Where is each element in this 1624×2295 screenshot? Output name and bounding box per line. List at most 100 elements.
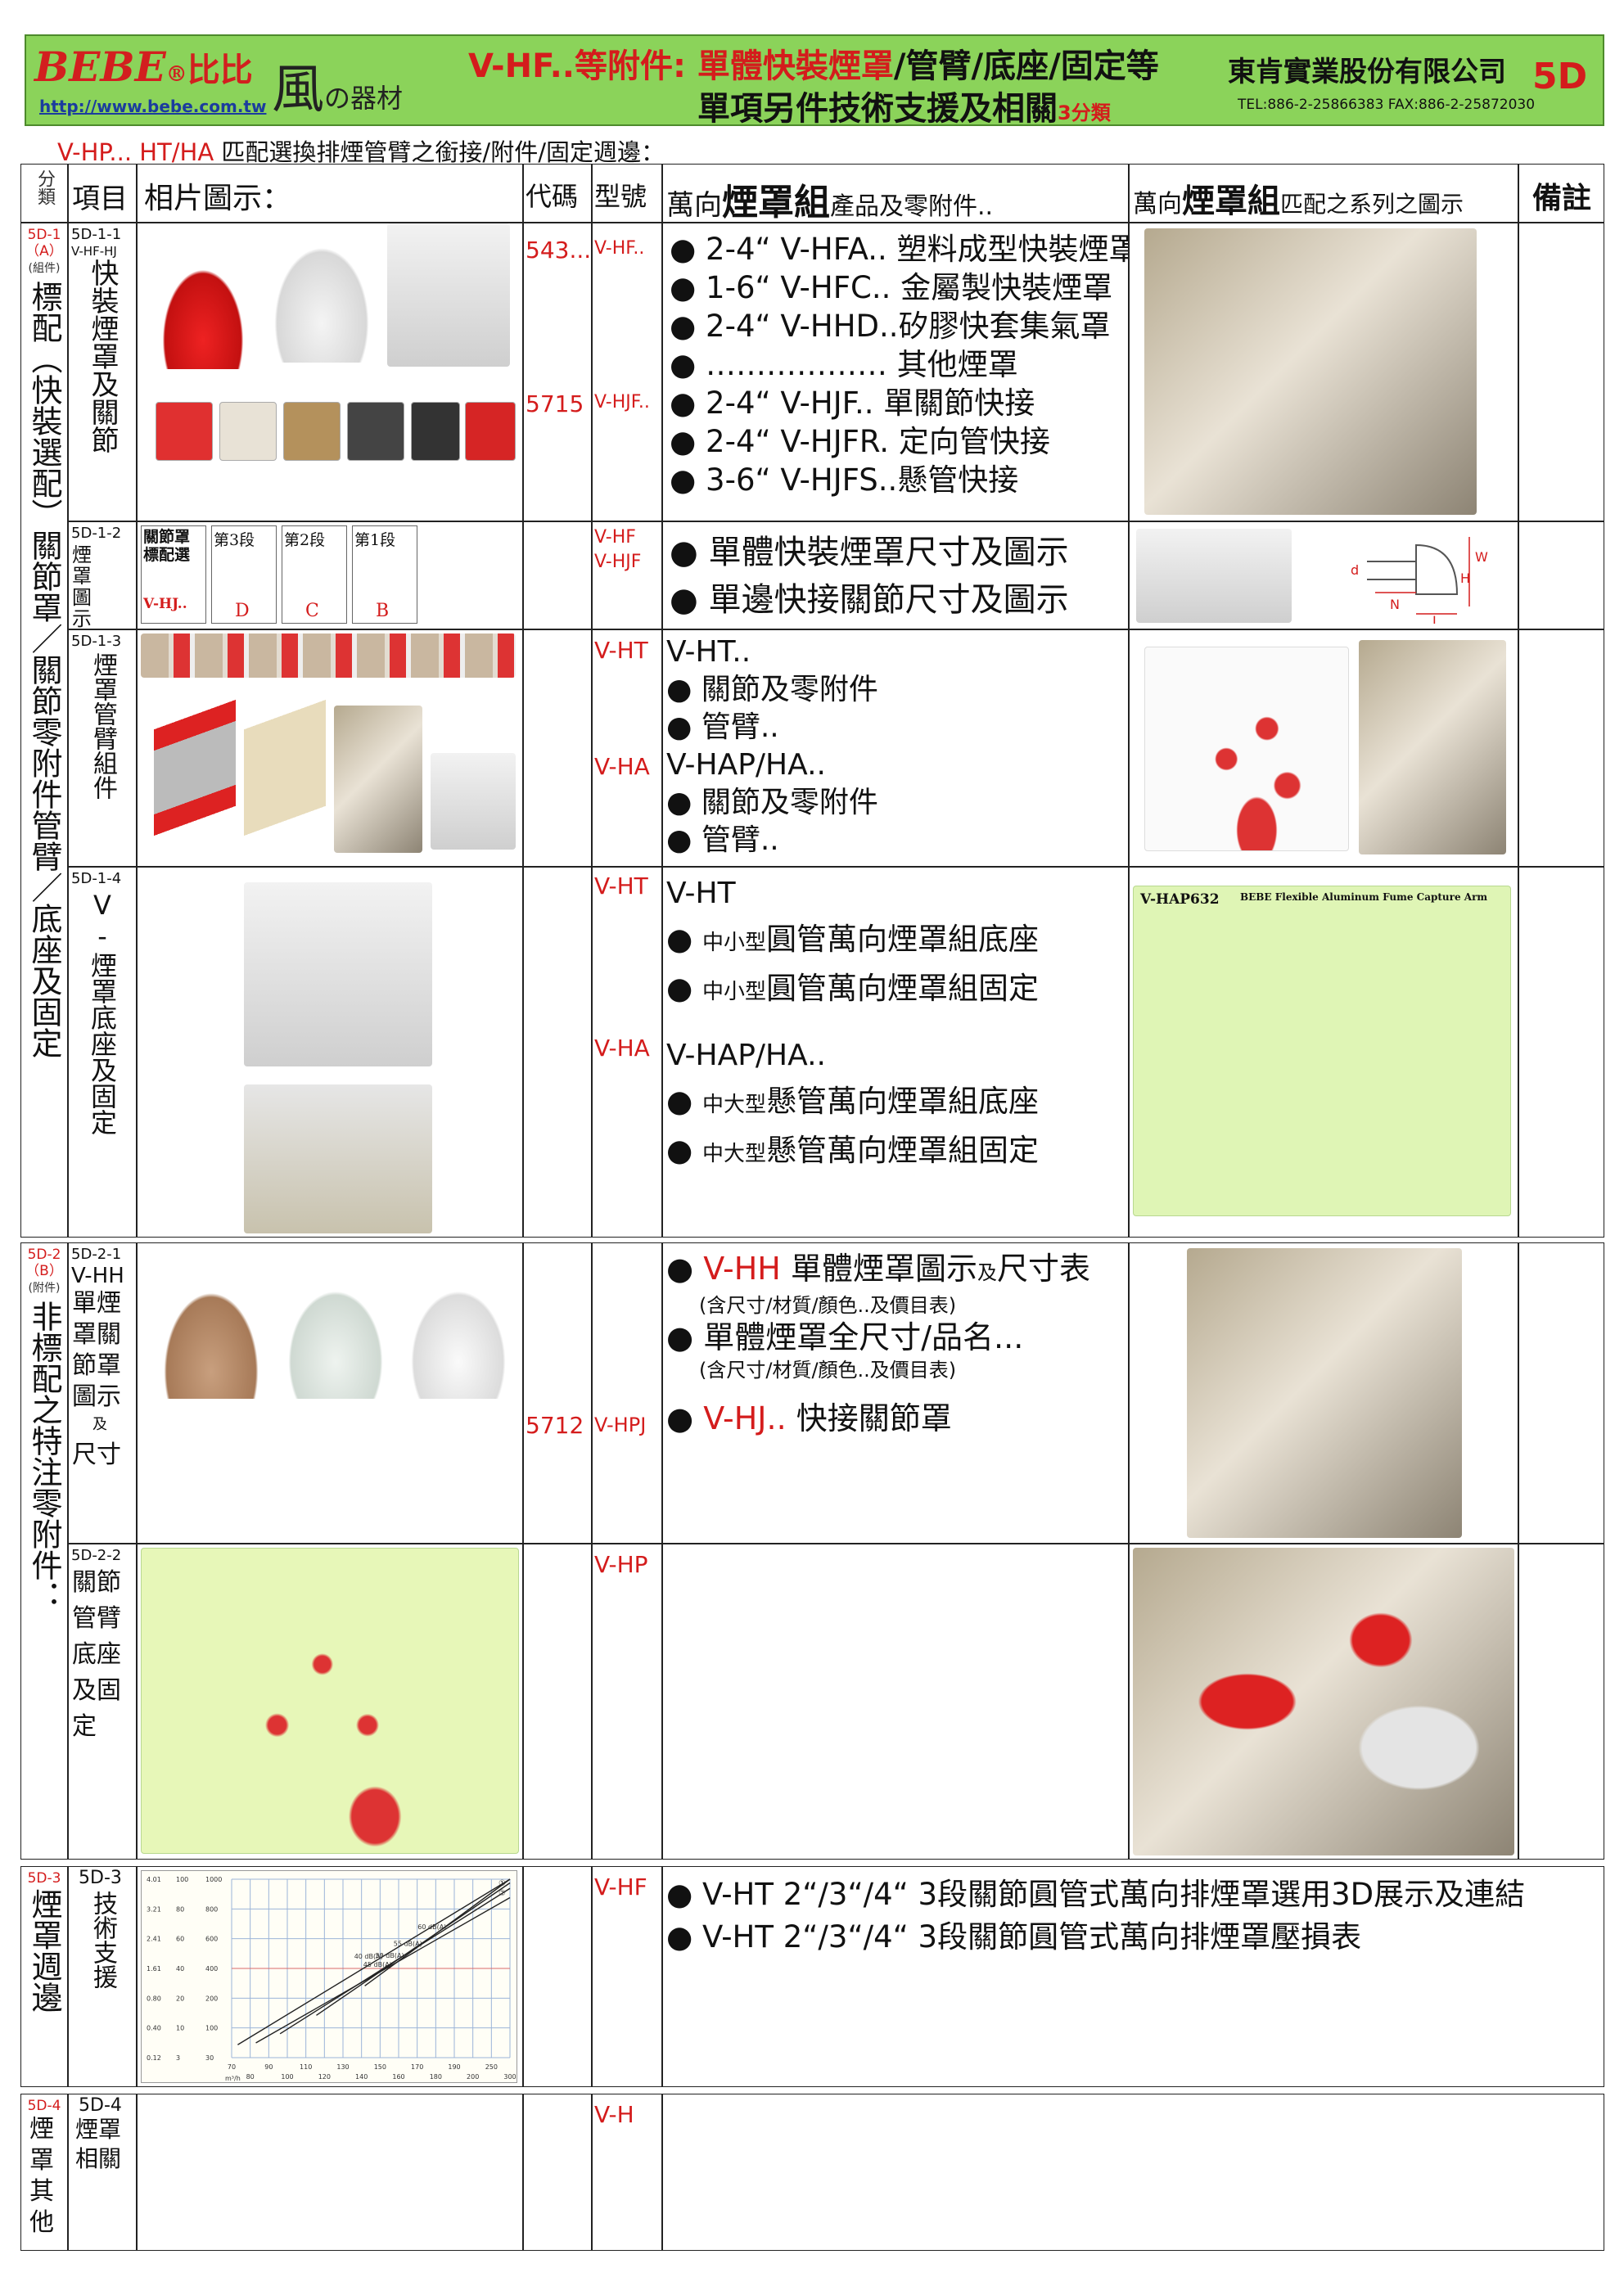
row-512-model1: V-HF [594,527,636,548]
row-513-item2-0-text: 關節及零附件 [701,786,878,819]
row-54-label: 煙罩相關 [75,2116,122,2172]
row-514-idx: 5D-1-4 [71,870,122,887]
joint-black2-photo [411,402,460,461]
row-521-item3: ● V-HJ.. 快接關節罩 [666,1400,952,1436]
logo-small: の器材 [324,83,404,114]
chart-series-line [316,1882,511,2016]
chart-marker: ② [498,1889,506,1898]
title-line-1: V-HF..等附件: 單體快裝煙罩/管臂/底座/固定等 [468,39,1159,87]
row-514-code [523,867,592,1238]
wind-logo: 風の器材 [272,47,403,123]
section-a-sub: （A） [25,243,63,259]
row-511-idx2: V-HF-HJ [71,244,117,259]
row-511-item-1-text: 1-6“ V-HFC.. 金屬製快裝煙罩 [706,270,1113,305]
brochure-subtitle: BEBE Flexible Aluminum Fume Capture Arm [1240,891,1488,903]
row-513-sys [1129,629,1518,867]
title1-a: V-HF..等附件: 單體 [468,47,763,85]
chart-y-tick-mid: 60 [176,1936,184,1943]
chart-x-tick: 140 [355,2073,368,2081]
row-512-item-1-text: 單邊快接關節尺寸及圖示 [708,581,1069,619]
row-53-label: 技術支援 [88,1891,117,1989]
metal-hood-display-photo [1187,1248,1462,1538]
header-photo: 相片圖示： [137,164,523,223]
subtitle: V-HP... HT/HA 匹配選換排煙管臂之銜接/附件/固定週邊： [57,133,665,168]
joint-brass-photo [283,402,341,461]
chart-series-label: 50 dB(A) [376,1952,404,1959]
row-514-desc: V-HT ● 中小型圓管萬向煙罩組底座 ● 中小型圓管萬向煙罩組固定 V-HAP… [662,867,1129,1238]
dim-l: L [1432,613,1440,624]
row-521-idx2: V-HH [71,1264,124,1288]
section-c-cat: 5D-3 煙罩週邊 [20,1866,68,2087]
chart-x-tick: 110 [300,2063,312,2071]
row-511-item-4: ● 2-4“ V-HJF.. 單關節快接 [670,386,1035,421]
ceiling-arm-photo [1144,228,1477,515]
chart-y-tick-mid: 3 [176,2054,180,2062]
row-514-item2-1-text: 懸管萬向煙罩組固定 [766,1133,1040,1168]
row-514-item2-0-small: 中大型 [702,1093,767,1117]
title2-small: 3分類 [1058,101,1111,124]
header-sys-b: 匹配之系列之圖示 [1280,191,1464,218]
section-b-sub2: (附件) [28,1282,61,1295]
title-line-2: 單項另件技術支援及相關3分類 [697,82,1111,129]
tab-b-text: 第3段 [214,531,255,549]
vhap632-brochure: V-HAP632 BEBE Flexible Aluminum Fume Cap… [1133,886,1511,1216]
row-513-model: V-HT V-HA [592,629,662,867]
header-cat: 分類 [20,164,68,223]
chart-y-tick-outer: 1.61 [147,1965,161,1973]
chart-y-tick-inner: 1000 [205,1876,222,1883]
row-513-head1: V-HT.. [666,635,751,669]
tab-a2-text: 標配選 [143,546,191,564]
row-514-label: V-煙罩底座及固定 [87,890,118,1135]
chart-y-tick-outer: 0.80 [147,1995,161,2002]
row-511-sys [1129,223,1518,521]
row-53-item: 5D-3 技術支援 [68,1866,137,2087]
tab-joint-hood: 關節罩 標配選 V-HJ.. [141,525,206,624]
dim-d: d [1351,562,1359,578]
section-b-idx: 5D-2 [27,1247,61,1263]
row-521-label2: 尺寸 [72,1441,121,1469]
row-53-item-1-text[interactable]: V-HT 2“/3“/4“ 3段關節圓管式萬向排煙罩壓損表 [702,1919,1362,1955]
row-513-head2: V-HAP/HA.. [666,748,826,782]
header-note: 備註 [1518,164,1604,223]
header-sys-a: 萬向 [1133,190,1182,219]
beige-arm-photo [244,694,326,841]
row-521-item1-small: 及 [977,1261,997,1284]
row-53-item-0-text[interactable]: V-HT 2“/3“/4“ 3段關節圓管式萬向排煙罩選用3D展示及連結 [702,1877,1526,1912]
header-desc-a: 萬向 [666,189,722,222]
chart-series-label: 60 dB(A) [417,1923,446,1931]
row-514-head1: V-HT [666,877,736,910]
joint-white-photo [219,402,277,461]
header-model: 型號 [592,164,662,223]
row-512-desc: ● 單體快裝煙罩尺寸及圖示 ● 單邊快接關節尺寸及圖示 [662,521,1129,629]
section-a-sub2: (組件) [28,262,61,275]
row-514-sys: V-HAP632 BEBE Flexible Aluminum Fume Cap… [1129,867,1518,1238]
tab-D-text: D [235,601,250,621]
row-522-label: 關節管臂底座及固定 [72,1568,121,1741]
row-511-item-1: ● 1-6“ V-HFC.. 金屬製快裝煙罩 [670,270,1113,305]
row-511-item-4-text: 2-4“ V-HJF.. 單關節快接 [706,386,1035,421]
row-511-code1: 543... [526,237,592,264]
website-link[interactable]: http://www.bebe.com.tw [39,97,267,116]
brand-reg: ® [165,62,187,87]
row-514-item1-0-small: 中小型 [702,931,767,955]
row-513-item1-1: ● 管臂.. [666,710,779,744]
row-54-code [523,2094,592,2251]
brand-cn: 比比 [187,51,253,89]
chart-y-tick-outer: 0.40 [147,2025,161,2032]
row-511-item-2-text: 2-4“ V-HHD..矽膠快套集氣罩 [706,309,1111,344]
tab-stage-1: 第1段 B [352,525,417,624]
row-511-item-0: ● 2-4“ V-HFA.. 塑料成型快裝煙罩 [670,230,1128,268]
chart-series-line [237,1878,511,2045]
row-522-sys [1129,1544,1518,1860]
chart-y-tick-mid: 100 [176,1876,188,1883]
row-511-code: 543... 5715 [523,223,592,521]
header-cat-text: 分類 [34,169,55,205]
row-54-item: 5D-4 煙罩相關 [68,2094,137,2251]
grey-elbow-hood-photo [387,223,510,367]
row-512-model2: V-HJF [594,552,642,572]
row-513-item1-0-text: 關節及零附件 [701,673,878,706]
row-514-item2-1-small: 中大型 [702,1142,767,1166]
row-522-desc [662,1544,1129,1860]
dim-n: N [1390,597,1400,612]
chart-series-label: 45 dB(A) [363,1961,392,1968]
